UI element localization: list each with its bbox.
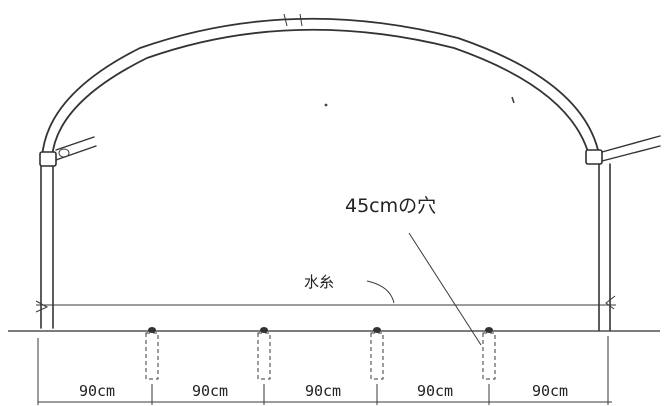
left-post: [35, 136, 97, 329]
dimension-label-2: 90cm: [192, 382, 228, 400]
hole-leader: [408, 232, 482, 346]
dimension-line: [37, 336, 612, 405]
hole-4: [482, 327, 496, 380]
water-line-label: 水糸: [304, 273, 334, 291]
dimension-label-4: 90cm: [417, 382, 453, 400]
hole-3: [370, 327, 384, 380]
hole-depth-label: 45cmの穴: [345, 195, 436, 217]
holes: [145, 327, 496, 380]
dimension-label-3: 90cm: [305, 382, 341, 400]
speck-mark: [511, 96, 515, 104]
right-post: [585, 135, 661, 331]
hole-1: [145, 327, 159, 380]
dimension-label-1: 90cm: [79, 382, 115, 400]
speck-mark: [324, 103, 328, 107]
hole-2: [257, 327, 271, 380]
dimension-label-5: 90cm: [532, 382, 568, 400]
arch-pipe: [41, 13, 599, 159]
water-line-leader: [366, 280, 395, 304]
